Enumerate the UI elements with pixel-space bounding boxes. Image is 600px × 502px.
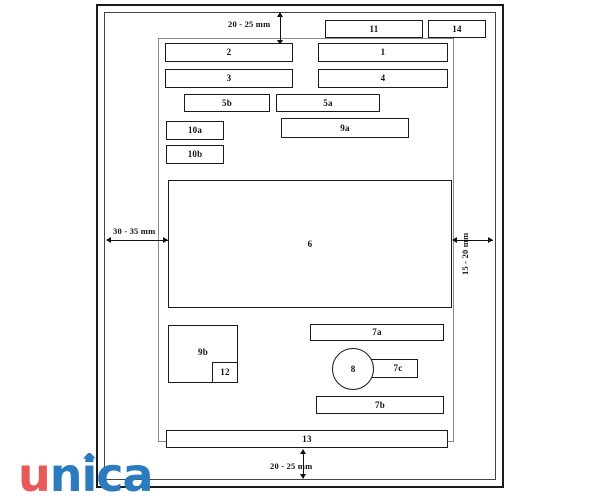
box-14-label: 14 [452, 23, 462, 34]
right-dimension-arrow-right [488, 237, 493, 243]
logo-letter-i-group: ^i [81, 449, 98, 498]
box-2-label: 2 [226, 47, 232, 57]
box-5b-label: 5b [222, 97, 232, 108]
box-6[interactable]: 6 [168, 180, 452, 308]
unica-logo: un^ica [18, 449, 154, 498]
top-dimension-label: 20 - 25 mm [228, 19, 271, 29]
box-5b[interactable]: 5b [184, 94, 270, 112]
box-12-label: 12 [220, 367, 230, 377]
logo-letter-u: u [18, 448, 51, 502]
right-dimension-label: 15 - 20 mm [460, 232, 470, 275]
left-dimension-arrow-right [163, 237, 168, 243]
left-dimension-arrow-left [106, 237, 111, 243]
box-10b-label: 10b [187, 149, 203, 159]
logo-letter-i: i [81, 448, 98, 502]
inner-frame [104, 12, 496, 480]
box-11-label: 11 [369, 23, 379, 34]
box-13[interactable]: 13 [166, 430, 448, 448]
box-12[interactable]: 12 [212, 362, 238, 383]
box-14[interactable]: 14 [428, 20, 486, 38]
left-dimension-line [109, 240, 168, 241]
box-7b-label: 7b [375, 399, 385, 410]
bottom-dimension-arrow-down [300, 474, 306, 479]
box-7a[interactable]: 7a [310, 324, 444, 341]
bottom-dimension-arrow-up [300, 449, 306, 454]
box-9a[interactable]: 9a [281, 118, 409, 138]
box-4-label: 4 [380, 73, 386, 83]
box-9b-label: 9b [198, 347, 208, 357]
right-dimension-line [455, 240, 493, 241]
box-10b[interactable]: 10b [166, 145, 224, 164]
box-9a-label: 9a [340, 122, 350, 133]
top-dimension-arrow-down [277, 40, 283, 45]
box-7a-label: 7a [372, 327, 382, 337]
logo-caret-accent: ^ [81, 449, 98, 473]
box-7c[interactable]: 7c [370, 359, 418, 378]
top-dimension-arrow-up [277, 12, 283, 17]
bottom-dimension-label: 20 - 25 mm [270, 461, 313, 471]
box-7c-label: 7c [393, 363, 403, 373]
box-1[interactable]: 1 [318, 43, 448, 62]
box-3[interactable]: 3 [165, 69, 293, 88]
bottom-dimension-line [303, 452, 304, 478]
box-1-label: 1 [380, 47, 386, 57]
box-10a[interactable]: 10a [166, 121, 224, 140]
box-5a-label: 5a [323, 97, 333, 108]
logo-letter-n: n [49, 448, 83, 502]
box-4[interactable]: 4 [318, 69, 448, 88]
box-3-label: 3 [226, 73, 232, 83]
box-11[interactable]: 11 [325, 20, 423, 38]
box-10a-label: 10a [187, 125, 203, 135]
box-2[interactable]: 2 [165, 43, 293, 62]
right-dimension-arrow-left [452, 237, 457, 243]
logo-letters-ca: ca [96, 448, 153, 502]
box-5a[interactable]: 5a [276, 94, 380, 112]
box-7b[interactable]: 7b [316, 396, 444, 414]
top-dimension-line [280, 15, 281, 45]
outer-frame [96, 4, 504, 488]
left-dimension-label: 30 - 35 mm [113, 226, 156, 236]
box-6-label: 6 [307, 238, 313, 249]
box-13-label: 13 [302, 433, 312, 444]
circle-8-label: 8 [350, 364, 356, 374]
circle-8[interactable]: 8 [332, 348, 374, 390]
